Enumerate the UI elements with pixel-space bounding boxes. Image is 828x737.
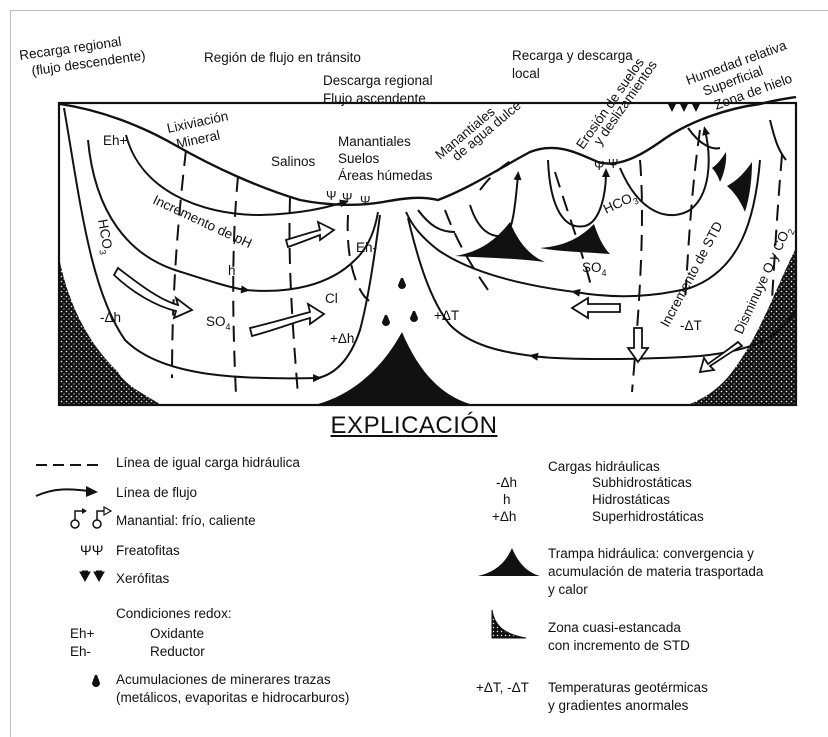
label-recarga-local-1: Recarga y descarga — [512, 48, 633, 63]
label-minus-dt: -ΔT — [680, 318, 702, 333]
phreatophyte-icon: Ψ — [360, 194, 370, 208]
label-region-transito: Región de flujo en tránsito — [204, 50, 361, 65]
phreatophyte-icon: Ψ — [326, 189, 336, 203]
legend-trap-3: y calor — [548, 582, 588, 598]
legend-dt-symbol: +ΔT, -ΔT — [476, 680, 529, 696]
legend-cargas-title: Cargas hidráulicas — [548, 459, 660, 475]
svg-text:Incremento de pH: Incremento de pH — [151, 192, 255, 251]
legend-trap-2: acumulación de materia trasportada — [548, 564, 763, 580]
legend-stagnant-2: con incremento de STD — [548, 638, 690, 654]
legend-accumulations-2: (metálicos, evaporitas e hidrocarburos) — [116, 690, 349, 706]
hydraulic-trap-symbol — [478, 548, 542, 578]
phreatophyte-icon: Ψ — [594, 159, 604, 173]
label-descarga-regional-2: Flujo ascendente — [323, 91, 426, 106]
label-hco3-left-sub: 3 — [97, 249, 108, 256]
label-eh-plus: Eh+ — [103, 133, 128, 148]
phreatophyte-icon: Ψ — [342, 191, 352, 205]
isopotential-line — [172, 150, 186, 378]
land-surface — [60, 97, 796, 205]
label-areas-humedas: Áreas húmedas — [338, 168, 433, 183]
legend-minus-dh: -Δh — [496, 475, 517, 491]
legend-oxidante: Oxidante — [150, 626, 204, 642]
legend-eh-plus: Eh+ — [70, 626, 94, 642]
label-hco3-right: HCO — [601, 190, 635, 216]
flowline-symbol — [36, 484, 100, 500]
stagnant-zone-left — [60, 262, 160, 404]
legend-stagnant-1: Zona cuasi-estancada — [548, 620, 681, 636]
mineral-accumulation-symbol — [91, 674, 101, 688]
label-descarga-regional-1: Descarga regional — [323, 73, 433, 88]
spring-cold-icon — [70, 508, 90, 530]
legend-h: h — [503, 492, 511, 508]
flow-direction-arrow — [572, 298, 620, 318]
hydraulic-trap-4 — [712, 152, 726, 182]
legend-accumulations-1: Acumulaciones de minerares trazas — [116, 672, 331, 688]
spring-hot-icon — [92, 508, 114, 530]
label-h: h — [228, 263, 236, 278]
hydraulic-trap-3 — [727, 162, 752, 212]
label-incremento-ph: Incremento de pH — [151, 192, 255, 251]
legend-flowline: Línea de flujo — [116, 485, 197, 501]
label-so4-right: SO4 — [582, 260, 607, 278]
label-recarga-local-2: local — [512, 66, 540, 81]
label-suelos: Suelos — [338, 151, 380, 166]
legend-subhidro: Subhidrostáticas — [592, 475, 692, 491]
mineral-accumulation-icon — [398, 278, 406, 289]
isopotential-line — [233, 176, 238, 395]
stagnant-zone-symbol — [492, 610, 528, 640]
hydraulic-trap-1 — [455, 222, 545, 262]
label-hco3-left: HCO — [95, 218, 115, 250]
legend-spring: Manantial: frío, caliente — [116, 513, 256, 529]
label-manantiales: Manantiales — [338, 134, 411, 149]
flow-line — [770, 120, 786, 160]
legend-temps-2: y gradientes anormales — [548, 698, 688, 714]
label-hco3-right-sub: 3 — [631, 196, 640, 207]
label-salinos: Salinos — [271, 154, 316, 169]
flow-direction-arrow — [286, 222, 334, 247]
cross-section-diagram: Recarga regional (flujo descendente) Lix… — [0, 0, 828, 410]
phreatophytes-icon: ΨΨ — [80, 542, 103, 558]
legend-eh-minus: Eh- — [70, 644, 91, 660]
hydraulic-trap-2 — [540, 224, 610, 254]
legend-phreatophytes: Freatofitas — [116, 543, 180, 559]
label-eh-minus: Eh- — [356, 240, 377, 255]
flow-line — [88, 140, 246, 290]
flow-direction-arrow — [114, 268, 192, 318]
label-cl: Cl — [325, 291, 338, 306]
legend-title: EXPLICACIÓN — [0, 412, 828, 440]
mineral-accumulation-icon — [410, 311, 418, 322]
section-box — [59, 103, 796, 405]
isopotential-line — [289, 198, 298, 395]
legend-xerophytes: Xerófitas — [116, 571, 169, 587]
phreatophyte-icon: Ψ — [608, 157, 618, 171]
legend-reductor: Reductor — [150, 644, 205, 660]
flow-line — [470, 175, 518, 236]
mineral-accumulation-icon — [382, 315, 390, 326]
flow-line — [688, 128, 720, 148]
label-plus-dt: +ΔT — [434, 308, 459, 323]
legend-plus-dh: +Δh — [492, 509, 516, 525]
legend-redox-title: Condiciones redox: — [116, 606, 232, 622]
isopotential-symbol — [36, 460, 100, 470]
legend-superhidro: Superhidrostáticas — [592, 509, 704, 525]
flow-direction-arrow — [628, 328, 648, 362]
legend-temps-1: Temperaturas geotérmicas — [548, 680, 708, 696]
isopotential-line — [772, 155, 782, 300]
label-plus-dh: +Δh — [330, 331, 354, 346]
label-so4-left: SO4 — [206, 314, 231, 332]
xerophytes-icon — [80, 571, 108, 583]
xerophyte-icon — [680, 104, 688, 112]
legend-isopotential: Línea de igual carga hidráulica — [116, 455, 300, 471]
label-minus-dh: -Δh — [100, 310, 121, 325]
svg-text:HCO3: HCO3 — [92, 218, 116, 256]
legend-hidro: Hidrostáticas — [592, 492, 670, 508]
flow-direction-arrow — [250, 304, 324, 336]
xerophyte-icon — [692, 104, 700, 112]
legend-trap-1: Trampa hidráulica: convergencia y — [548, 546, 754, 562]
